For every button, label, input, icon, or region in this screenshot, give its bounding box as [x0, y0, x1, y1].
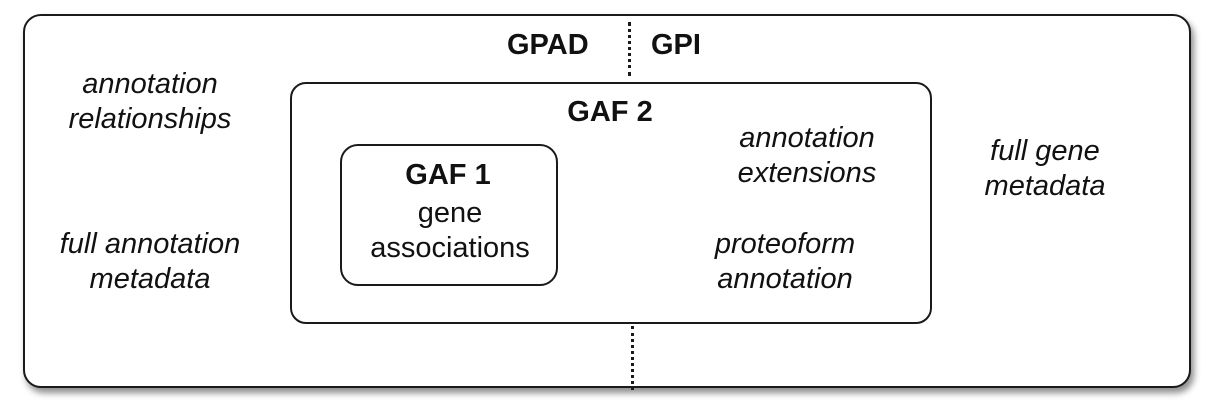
annotation-extensions-note: annotation extensions — [712, 121, 902, 191]
gene-associations-line-2: associations — [370, 232, 530, 264]
proteoform-annotation-line-1: proteoform — [714, 228, 856, 260]
proteoform-annotation-note: proteoform annotation — [690, 227, 880, 297]
full-gene-metadata-note: full gene metadata — [955, 134, 1135, 204]
gene-associations-line-1: gene — [417, 197, 483, 229]
gaf1-box — [340, 144, 558, 286]
gaf1-title: GAF 1 — [405, 159, 491, 191]
full-annotation-metadata-note: full annotation metadata — [35, 227, 265, 297]
gpad-gpi-divider-bottom — [631, 326, 634, 390]
full-annotation-metadata-line-2: metadata — [89, 263, 211, 295]
annotation-relationships-note: annotation relationships — [50, 67, 250, 137]
gpi-label: GPI — [651, 29, 701, 61]
annotation-relationships-line-1: annotation — [82, 68, 218, 100]
gene-associations-text: gene associations — [350, 196, 550, 266]
full-gene-metadata-line-1: full gene — [990, 135, 1100, 167]
annotation-relationships-line-2: relationships — [68, 103, 232, 135]
gpad-label: GPAD — [507, 29, 589, 61]
gaf2-title: GAF 2 — [567, 96, 653, 128]
proteoform-annotation-line-2: annotation — [717, 263, 853, 295]
annotation-extensions-line-1: annotation — [739, 122, 875, 154]
annotation-extensions-line-2: extensions — [737, 157, 877, 189]
full-gene-metadata-line-2: metadata — [984, 170, 1106, 202]
gpad-gpi-divider-top — [628, 22, 631, 76]
full-annotation-metadata-line-1: full annotation — [59, 228, 241, 260]
